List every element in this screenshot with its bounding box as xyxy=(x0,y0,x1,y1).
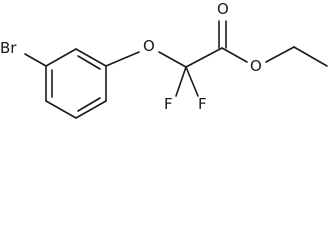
ring-bond xyxy=(75,48,107,67)
c-br-bond xyxy=(24,53,47,67)
chemical-structure: Br O F F O O xyxy=(0,0,328,119)
ring-o-bond xyxy=(105,51,140,67)
ester-o-ch2-bond xyxy=(265,46,295,63)
ring-bond xyxy=(45,100,77,119)
fluorine-left-label: F xyxy=(164,95,173,113)
ch2-ch3-bond xyxy=(293,46,328,67)
benzene-ring xyxy=(45,48,107,119)
carbonyl-oxygen-label: O xyxy=(217,0,229,18)
ring-double-bond xyxy=(77,55,101,70)
bromine-label: Br xyxy=(0,39,17,57)
cf2-f-right-bond xyxy=(185,66,199,97)
ring-double-bond xyxy=(77,97,101,112)
fluorine-right-label: F xyxy=(198,95,207,113)
carbonyl-ester-o-bond xyxy=(221,47,248,63)
cf2-f-left-bond xyxy=(175,66,187,97)
ether-oxygen-label: O xyxy=(143,37,155,55)
o-cf2-bond xyxy=(158,51,187,68)
ester-oxygen-label: O xyxy=(250,57,262,75)
ring-bond xyxy=(75,100,107,119)
cf2-carbonyl-bond xyxy=(185,47,223,68)
ring-bond xyxy=(45,48,77,67)
